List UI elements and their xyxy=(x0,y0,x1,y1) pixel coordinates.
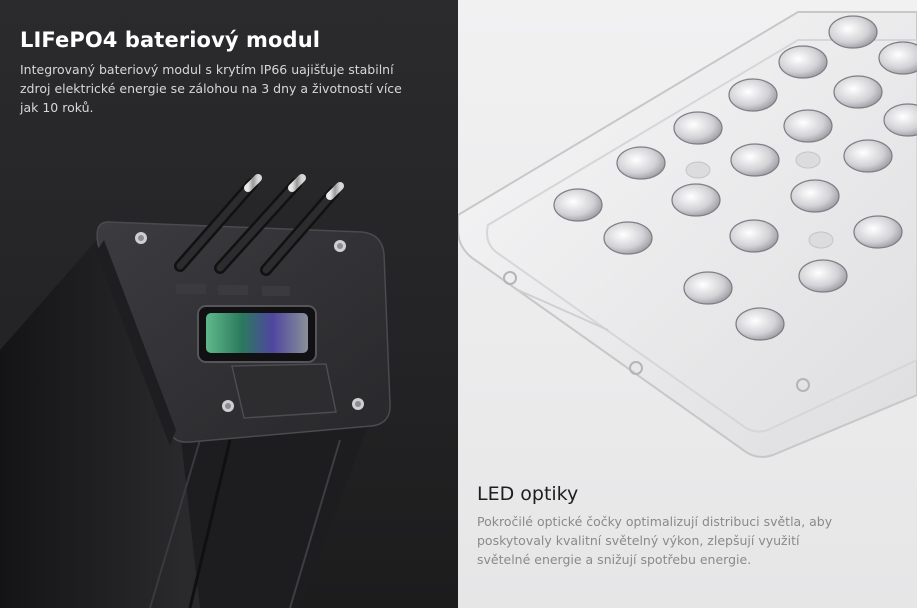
battery-module-image xyxy=(0,174,391,608)
optics-description: Pokročilé optické čočky optimalizují dis… xyxy=(477,514,833,567)
battery-title: LIFePO4 bateriový modul xyxy=(20,28,321,52)
led-optics-image xyxy=(458,11,917,458)
optics-panel xyxy=(458,0,917,608)
optics-title: LED optiky xyxy=(477,483,579,505)
battery-panel: LIFePO4 bateriový modul Integrovaný bate… xyxy=(0,0,458,608)
battery-description: Integrovaný bateriový modul s krytím IP6… xyxy=(20,62,402,115)
